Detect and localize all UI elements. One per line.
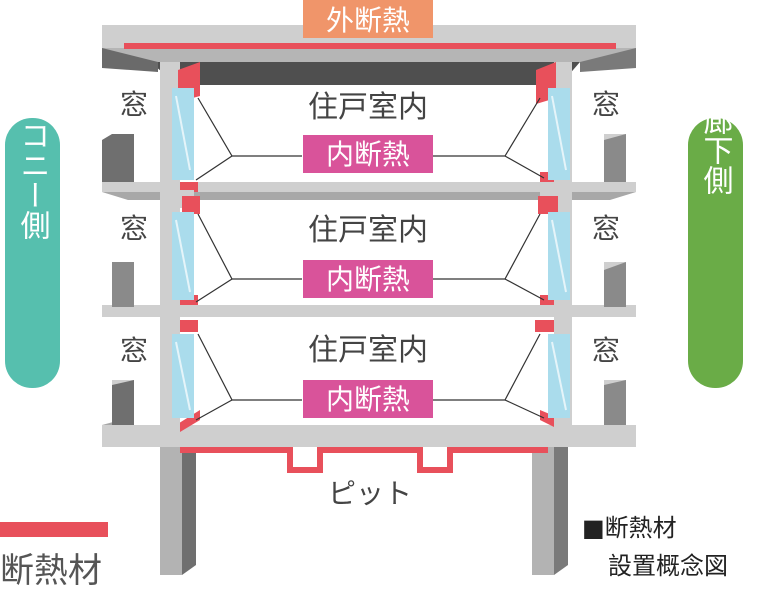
balcony-side-pill — [5, 118, 60, 388]
outer-insulation-badge — [303, 0, 433, 38]
balcony-side-label: バルコニー側 — [15, 60, 51, 240]
foundation-columns — [160, 432, 568, 575]
window-label: 窓 — [120, 88, 148, 121]
window-label: 窓 — [120, 334, 148, 367]
room-label: 住戸室内 — [308, 90, 428, 125]
inner-insulation-label: 内断熱 — [326, 383, 410, 416]
roof-insulation — [124, 43, 616, 49]
legend-swatch — [0, 522, 108, 537]
room-label: 住戸室内 — [308, 213, 428, 248]
inner-insulation-label: 内断熱 — [326, 138, 410, 171]
roof-slab — [102, 25, 636, 85]
inner-insulation-badge — [303, 380, 433, 418]
inner-insulation-label: 内断熱 — [326, 263, 410, 296]
inner-insulation-badge — [303, 260, 433, 298]
outer-insulation-label: 外断熱 — [326, 4, 410, 37]
floor-slab-2 — [102, 262, 636, 332]
inner-insulation-badge — [303, 135, 433, 173]
window-label: 窓 — [592, 334, 620, 367]
legend-label: 断熱材 — [0, 551, 102, 589]
corridor-side-pill — [688, 118, 743, 388]
concept-caption-line1: ■断熱材 — [582, 514, 677, 542]
floor-slab-3 — [102, 380, 636, 447]
room-perspective-lines — [195, 97, 545, 421]
window-label: 窓 — [120, 212, 148, 245]
window-label: 窓 — [592, 88, 620, 121]
pit-insulation — [180, 447, 548, 473]
window-panes — [172, 88, 570, 418]
room-label: 住戸室内 — [308, 333, 428, 368]
concept-caption-line2: 設置概念図 — [608, 552, 728, 580]
window-label: 窓 — [592, 212, 620, 245]
corridor-side-label: 廊下側 — [698, 105, 734, 195]
pit-label: ピット — [328, 477, 412, 510]
